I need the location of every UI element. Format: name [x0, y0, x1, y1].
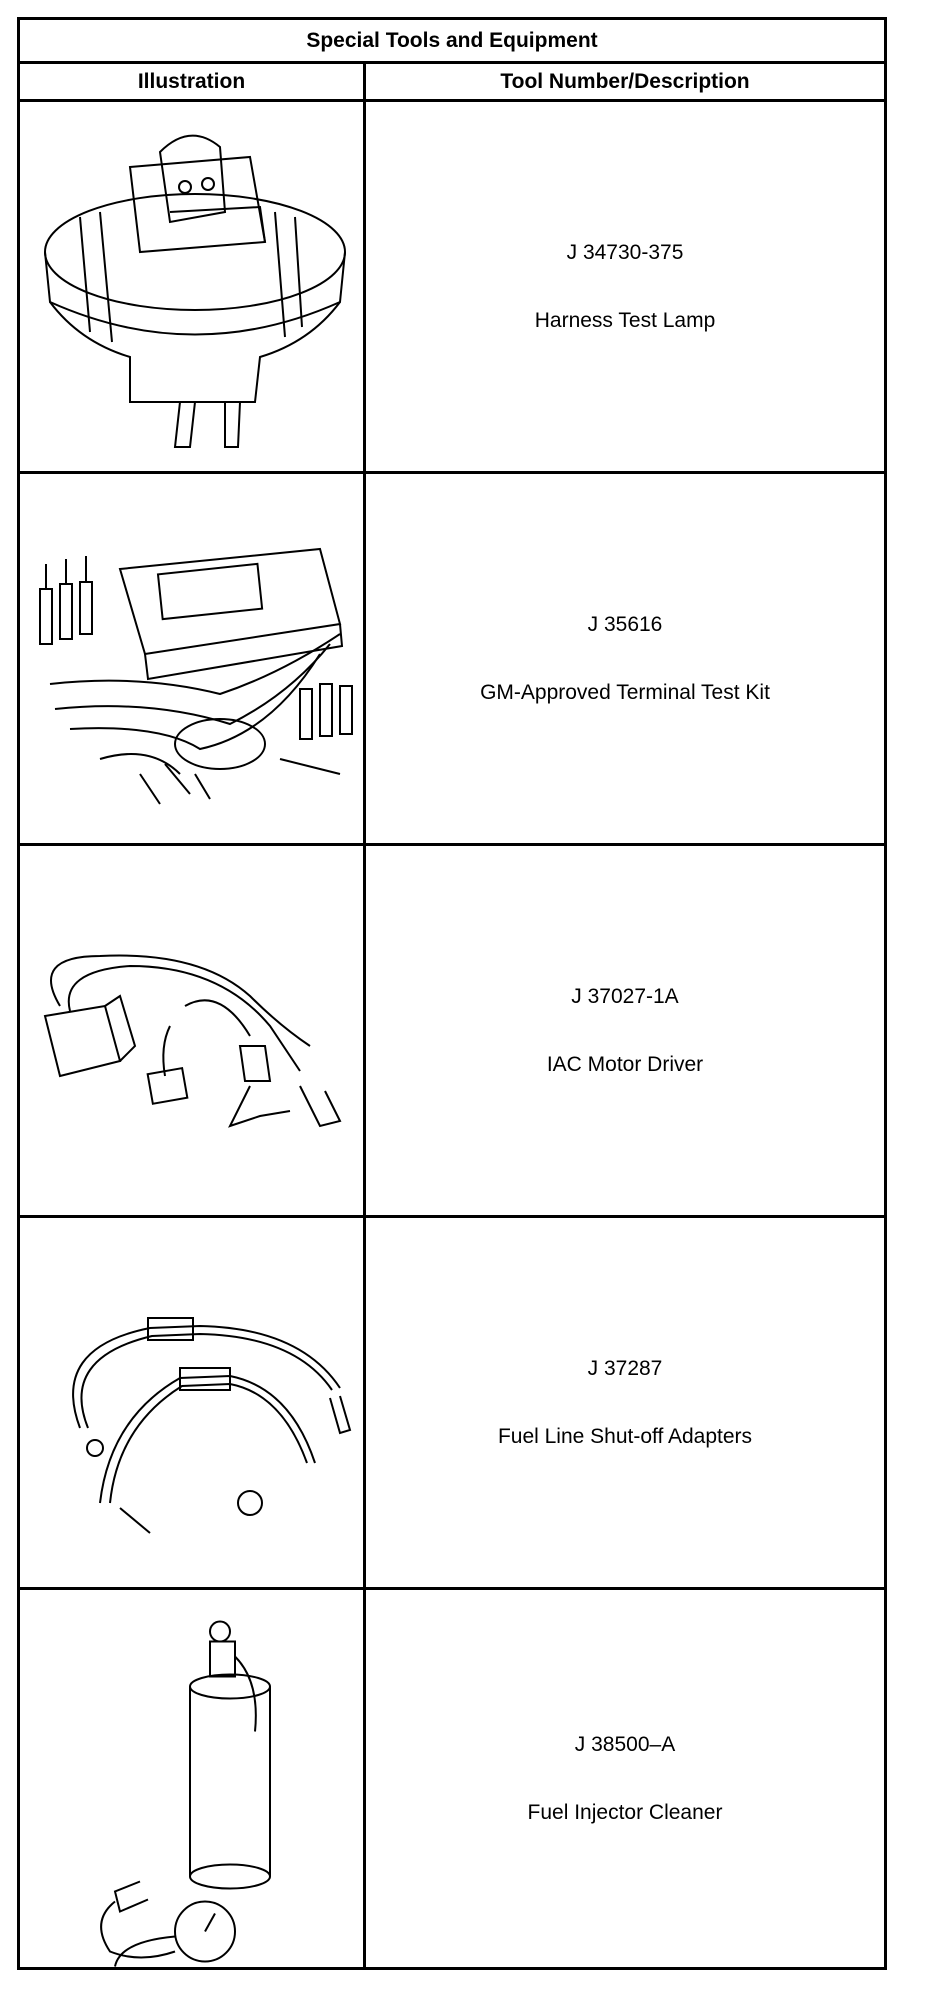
column-divider — [363, 64, 366, 1967]
table-row: J 38500–A Fuel Injector Cleaner — [20, 1590, 884, 1967]
tool-number: J 35616 — [587, 612, 663, 636]
tool-cell: J 37027-1A IAC Motor Driver — [366, 846, 884, 1215]
iac-motor-driver-illustration — [20, 846, 363, 1215]
tool-number: J 38500–A — [574, 1732, 676, 1756]
special-tools-table: Special Tools and Equipment Illustration… — [17, 17, 887, 1970]
table-row: J 34730-375 Harness Test Lamp — [20, 102, 884, 474]
tool-description: Fuel Line Shut-off Adapters — [497, 1424, 753, 1448]
table-title: Special Tools and Equipment — [20, 20, 884, 64]
harness-test-lamp-illustration — [20, 102, 363, 471]
fuel-line-adapters-illustration — [20, 1218, 363, 1587]
tool-number: J 37027-1A — [571, 984, 679, 1008]
terminal-test-kit-illustration — [20, 474, 363, 843]
tool-cell: J 38500–A Fuel Injector Cleaner — [366, 1590, 884, 1967]
tool-number: J 34730-375 — [566, 240, 684, 264]
fuel-injector-cleaner-illustration — [20, 1590, 363, 1967]
tool-description: Harness Test Lamp — [534, 308, 716, 332]
tool-cell: J 34730-375 Harness Test Lamp — [366, 102, 884, 471]
table-header-row: Illustration Tool Number/Description — [20, 64, 884, 102]
tool-number: J 37287 — [587, 1356, 663, 1380]
column-header-description: Tool Number/Description — [500, 69, 750, 93]
tool-description: GM-Approved Terminal Test Kit — [480, 680, 770, 704]
tool-cell: J 37287 Fuel Line Shut-off Adapters — [366, 1218, 884, 1587]
tool-cell: J 35616 GM-Approved Terminal Test Kit — [366, 474, 884, 843]
table-row: J 35616 GM-Approved Terminal Test Kit — [20, 474, 884, 846]
table-row: J 37027-1A IAC Motor Driver — [20, 846, 884, 1218]
tool-description: Fuel Injector Cleaner — [527, 1800, 723, 1824]
table-row: J 37287 Fuel Line Shut-off Adapters — [20, 1218, 884, 1590]
column-header-illustration: Illustration — [137, 69, 246, 93]
tool-description: IAC Motor Driver — [546, 1052, 704, 1076]
